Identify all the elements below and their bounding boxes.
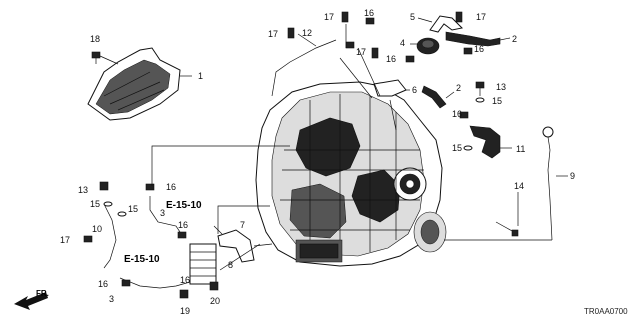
callout-16-lower-2[interactable]: 16 [178,220,188,230]
part-20-nut[interactable] [209,281,219,291]
callout-16-mid[interactable]: 16 [452,109,462,119]
part-6-bracket[interactable] [373,79,407,97]
leader-12 [297,33,317,47]
part-16-clip-top-1[interactable] [365,17,375,25]
part-18-bolt[interactable] [91,51,101,64]
callout-18[interactable]: 18 [90,34,100,44]
reference-e-15-10-upper[interactable]: E-15-10 [166,200,202,211]
callout-7[interactable]: 7 [240,220,245,230]
part-19-clip[interactable] [179,289,189,299]
part-2-hose-lower[interactable] [421,85,447,109]
leader-lines-top [339,24,397,131]
leader-2-lower [445,91,455,99]
part-13-bolt-upper[interactable] [475,81,485,96]
callout-16-top-2[interactable]: 16 [474,44,484,54]
callout-10[interactable]: 10 [92,224,102,234]
part-16-clip-lower-1[interactable] [145,183,155,191]
part-12-pipe[interactable] [271,39,337,97]
callout-1[interactable]: 1 [198,71,203,81]
callout-13-lower[interactable]: 13 [78,185,88,195]
callout-2-lower[interactable]: 2 [456,83,461,93]
callout-11[interactable]: 11 [516,144,525,154]
part-7-bracket[interactable] [217,229,255,263]
part-16-clip-lower-2[interactable] [177,231,187,239]
callout-12[interactable]: 12 [302,28,312,38]
part-3-hose-upper[interactable] [149,196,185,239]
reference-e-15-10-lower[interactable]: E-15-10 [124,254,160,265]
leader-2-upper [499,37,511,41]
callout-17-top-2[interactable]: 17 [268,29,278,39]
callout-19[interactable]: 19 [180,306,190,316]
part-15-washer-lower-2[interactable] [117,211,127,217]
part-15-washer-lower-1[interactable] [103,201,113,207]
callout-5[interactable]: 5 [410,12,415,22]
callout-3-upper[interactable]: 3 [160,208,165,218]
part-8-cooler[interactable] [189,243,217,285]
callout-14[interactable]: 14 [514,181,524,191]
part-14-bolt[interactable] [495,221,519,237]
part-17-bolt-top-4[interactable] [455,11,463,23]
part-2-hose-upper[interactable] [445,31,501,47]
part-15-washer-upper[interactable] [475,97,485,103]
leader-5 [417,17,433,23]
part-13-bolt-lower[interactable] [99,181,109,191]
callout-17-top-3[interactable]: 17 [356,47,366,57]
part-4-grommet[interactable] [416,37,440,55]
callout-6[interactable]: 6 [412,85,417,95]
diagram-code: TR0AA0700 [584,307,628,316]
callout-15-lower-2[interactable]: 15 [128,204,138,214]
part-17-bolt-top-3[interactable] [371,47,379,59]
callout-3-lower[interactable]: 3 [109,294,114,304]
part-16-clip-mid-1[interactable] [459,111,469,119]
callout-16-top-1[interactable]: 16 [364,8,374,18]
callout-15-mid[interactable]: 15 [452,143,462,153]
part-11-breather-pipe[interactable] [469,125,501,159]
part-1-under-cover[interactable] [87,47,181,121]
part-9-dipstick[interactable] [542,126,554,241]
callout-16-lower-3[interactable]: 16 [98,279,108,289]
direction-label: FR. [36,289,49,298]
part-3-hose-lower[interactable] [119,277,191,289]
callout-9[interactable]: 9 [570,171,575,181]
part-16-clip-lower-3[interactable] [121,279,131,287]
callout-17-top-1[interactable]: 17 [324,12,334,22]
callout-4[interactable]: 4 [400,38,405,48]
callout-labels: 1 2 2 3 3 4 5 6 7 8 9 10 11 12 13 13 14 … [60,8,575,316]
callout-16-lower-4[interactable]: 16 [180,275,190,285]
callout-16-top-3[interactable]: 16 [386,54,396,64]
part-15-washer-mid[interactable] [463,145,473,151]
front-direction-arrow-icon [14,292,48,310]
leader-18 [99,55,119,65]
part-17-bolt-top-2[interactable] [287,27,295,39]
callout-2-upper[interactable]: 2 [512,34,517,44]
callout-8[interactable]: 8 [228,260,233,270]
transmission-assembly[interactable] [255,81,447,267]
part-17-bolt-lower[interactable] [83,235,93,243]
part-17-bolt-top-1[interactable] [341,11,349,23]
callout-15-lower-1[interactable]: 15 [90,199,100,209]
part-10-pipe[interactable] [103,203,117,269]
part-16-clip-top-4[interactable] [463,47,473,55]
callout-13-upper[interactable]: 13 [496,82,506,92]
callout-17-lower[interactable]: 17 [60,235,70,245]
callout-15-upper[interactable]: 15 [492,96,502,106]
part-5-bracket[interactable] [429,15,464,33]
callout-20[interactable]: 20 [210,296,220,306]
callout-16-lower-1[interactable]: 16 [166,182,176,192]
leader-lines-lower [151,145,290,271]
callout-17-top-4[interactable]: 17 [476,12,486,22]
part-16-clip-top-3[interactable] [405,55,415,63]
part-16-clip-top-2[interactable] [345,41,355,49]
